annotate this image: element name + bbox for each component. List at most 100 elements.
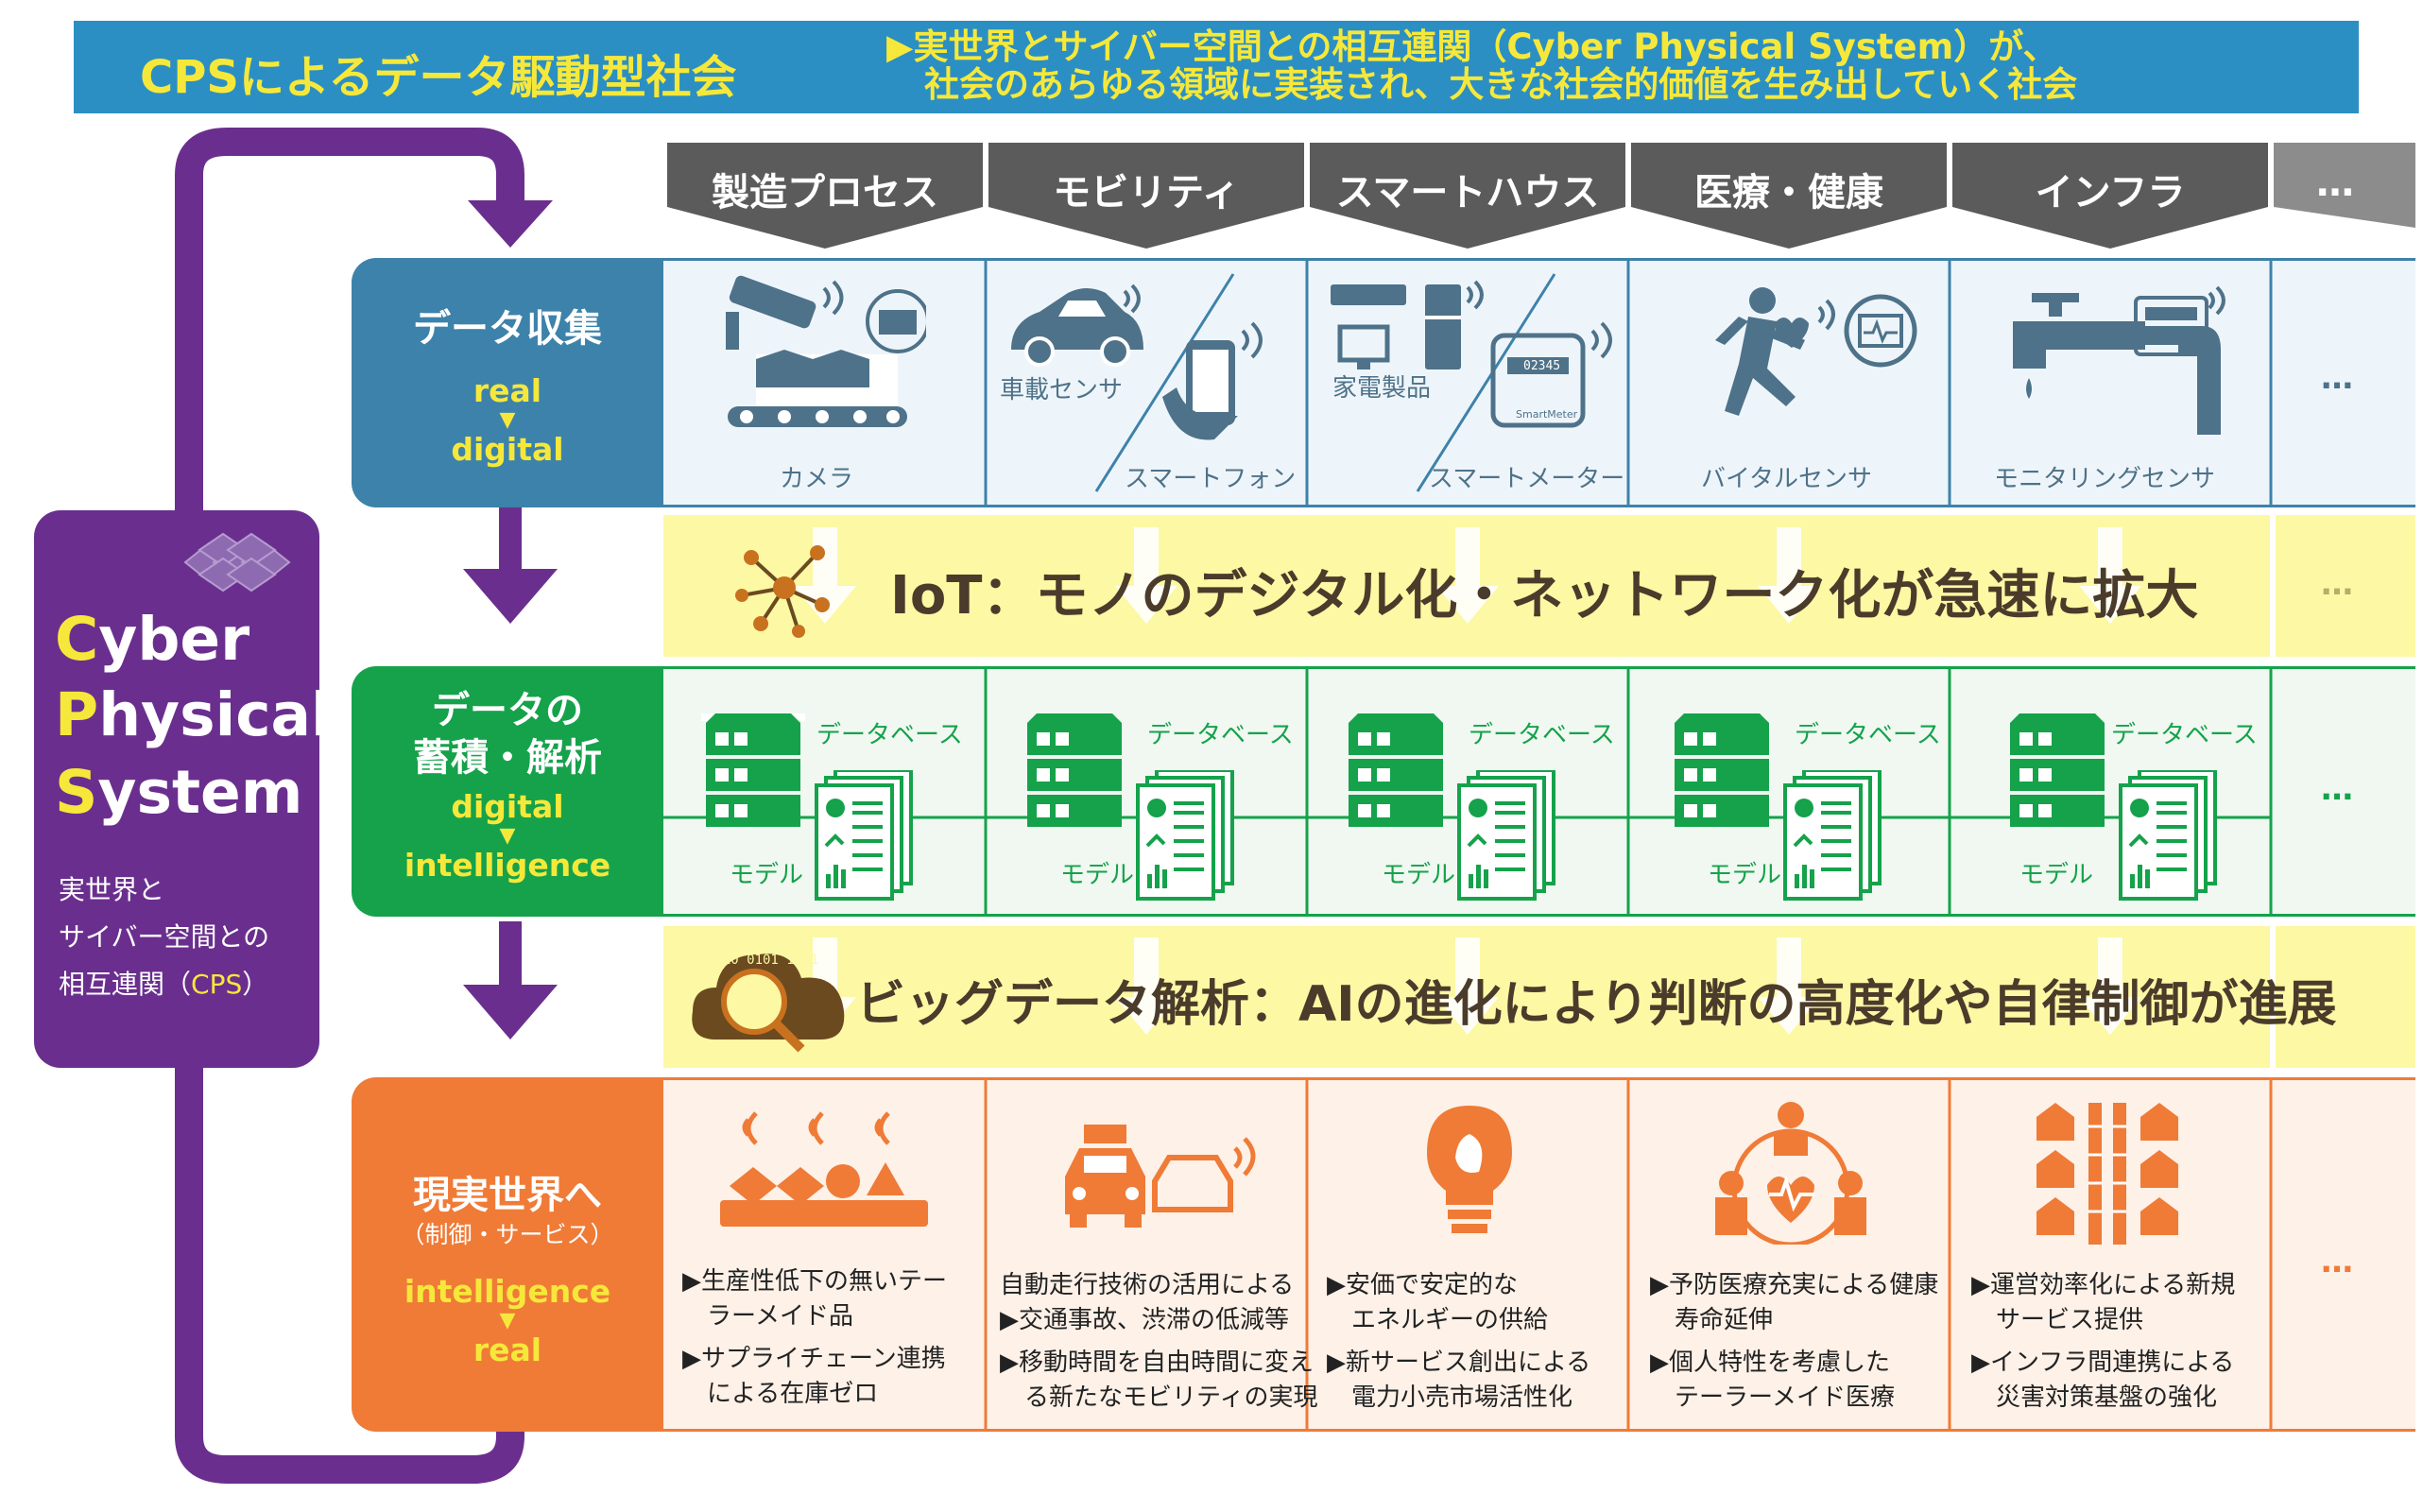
band1-more: … bbox=[2321, 565, 2353, 603]
database-label: データベース bbox=[1469, 721, 1615, 749]
medical-icon bbox=[1715, 1102, 1866, 1245]
row1-title: データ収集 bbox=[413, 307, 602, 351]
cps-desc-line3: 相互連関（CPS） bbox=[59, 964, 268, 1002]
cps-rest-cyber: yber bbox=[98, 605, 250, 674]
appliance-label: 家電製品 bbox=[1332, 374, 1432, 403]
benefit-line: ▶新サービス創出による bbox=[1327, 1349, 1591, 1377]
benefit-line: ▶運営効率化による新規 bbox=[1971, 1271, 2236, 1299]
faucet-icon bbox=[2013, 285, 2225, 435]
cps-word-cyber: Cyber bbox=[55, 605, 249, 674]
monitoring-sensor-label: モニタリングセンサ bbox=[1994, 465, 2216, 493]
header-banner: CPSによるデータ駆動型社会 ▶実世界とサイバー空間との相互連関（Cyber P… bbox=[74, 21, 2359, 113]
banner-description: ▶実世界とサイバー空間との相互連関（Cyber Physical System）… bbox=[886, 28, 2077, 104]
infrastructure-benefits: ▶運営効率化による新規 サービス提供 ▶インフラ間連携による 災害対策基盤の強化 bbox=[1971, 1268, 2235, 1416]
benefit-line: ▶インフラ間連携による bbox=[1971, 1349, 2235, 1377]
cps-word-system: System bbox=[55, 758, 302, 827]
row-label-data-collection: データ収集 real ▼ digital bbox=[352, 258, 663, 507]
bigdata-band-text: ビッグデータ解析：AIの進化により判断の高度化や自律制御が進展 bbox=[856, 976, 2337, 1033]
binary-digits: 1010 0101 1001 bbox=[707, 953, 819, 968]
runner-icon bbox=[1715, 287, 1917, 416]
cps-rest-system: ystem bbox=[97, 758, 303, 827]
tab-healthcare: 医療・健康 bbox=[1631, 143, 1947, 249]
database-label: データベース bbox=[1147, 721, 1294, 749]
model-label: モデル bbox=[2019, 861, 2094, 889]
row1-flow-to: digital bbox=[451, 431, 564, 468]
meter-icon bbox=[1490, 321, 1612, 428]
camera-label: カメラ bbox=[780, 465, 854, 493]
row1-flow-from: real bbox=[473, 372, 542, 409]
analysis-cell-1: データベース モデル bbox=[663, 666, 985, 917]
model-label: モデル bbox=[1708, 861, 1782, 889]
tab-label: スマートハウス bbox=[1335, 171, 1600, 215]
cps-diamond-icon bbox=[183, 532, 291, 593]
tab-label: モビリティ bbox=[1053, 171, 1240, 215]
tab-label: … bbox=[2316, 162, 2354, 205]
row3-more: … bbox=[2321, 1243, 2353, 1280]
iot-band-text: IoT：モノのデジタル化・ネットワーク化が急速に拡大 bbox=[890, 565, 2199, 627]
tab-infrastructure: インフラ bbox=[1952, 143, 2268, 249]
database-label: データベース bbox=[816, 721, 963, 749]
benefit-line: による在庫ゼロ bbox=[682, 1380, 879, 1408]
smartphone-label: スマートフォン bbox=[1125, 465, 1297, 493]
benefit-line: 電力小売市場活性化 bbox=[1327, 1383, 1573, 1412]
vital-sensor-label: バイタルセンサ bbox=[1701, 465, 1872, 493]
documents-icon bbox=[1783, 770, 1882, 901]
database-label: データベース bbox=[2111, 721, 2258, 749]
benefit-line: サービス提供 bbox=[1971, 1306, 2144, 1334]
tab-label: インフラ bbox=[2035, 171, 2186, 215]
benefit-line: ▶個人特性を考慮した bbox=[1650, 1349, 1890, 1377]
benefit-line: ▶予防医療充実による健康 bbox=[1650, 1271, 1939, 1299]
ac-icon bbox=[1331, 280, 1484, 369]
factory-icon bbox=[720, 1111, 928, 1227]
cps-desc3-post: ） bbox=[242, 969, 269, 1000]
manufacturing-benefits: ▶生産性低下の無いテー ラーメイド品 ▶サプライチェーン連携 による在庫ゼロ bbox=[682, 1264, 947, 1412]
healthcare-benefits: ▶予防医療充実による健康 寿命延伸 ▶個人特性を考慮した テーラーメイド医療 bbox=[1650, 1268, 1938, 1416]
car-sensor-label: 車載センサ bbox=[1000, 376, 1124, 404]
database-label: データベース bbox=[1795, 721, 1941, 749]
tab-label: 医療・健康 bbox=[1694, 171, 1883, 215]
benefit-line: ラーメイド品 bbox=[682, 1302, 853, 1331]
smartmeter-mark: SmartMeter bbox=[1516, 408, 1578, 421]
analysis-cell-3: データベース モデル bbox=[1306, 666, 1627, 917]
benefit-line: 寿命延伸 bbox=[1650, 1306, 1774, 1334]
server-icon bbox=[1675, 713, 1769, 827]
cps-cap-c: C bbox=[55, 605, 99, 674]
benefit-line: ▶生産性低下の無いテー bbox=[682, 1267, 947, 1296]
benefit-line: ▶移動時間を自由時間に変え bbox=[1000, 1349, 1314, 1377]
row3-flow-from: intelligence bbox=[404, 1273, 611, 1310]
cps-desc-line1: 実世界と bbox=[59, 874, 165, 905]
row-label-real-world: 現実世界へ （制御・サービス） intelligence ▼ real bbox=[352, 1077, 663, 1432]
benefit-line: ▶安価で安定的な bbox=[1327, 1271, 1518, 1299]
network-icon bbox=[735, 545, 830, 638]
server-icon bbox=[2010, 713, 2105, 827]
documents-icon bbox=[1457, 770, 1555, 901]
smart-house-benefits: ▶安価で安定的な エネルギーの供給 ▶新サービス創出による 電力小売市場活性化 bbox=[1327, 1268, 1590, 1416]
benefit-line: 自動走行技術の活用による bbox=[1000, 1271, 1295, 1299]
cps-rest-physical: hysical bbox=[98, 680, 332, 749]
tab-more: … bbox=[2274, 143, 2415, 249]
autonomous-car-icon bbox=[1065, 1125, 1256, 1228]
server-icon bbox=[1349, 713, 1443, 827]
model-label: モデル bbox=[730, 861, 804, 889]
row1-flow-arrow: ▼ bbox=[499, 408, 516, 432]
row3-title: 現実世界へ bbox=[413, 1174, 602, 1217]
tab-smart-house: スマートハウス bbox=[1310, 143, 1625, 249]
row2-flow-arrow: ▼ bbox=[499, 824, 516, 848]
meter-digits: 02345 bbox=[1523, 359, 1561, 373]
cps-desc3-cps: CPS bbox=[191, 969, 243, 1000]
iot-band-more bbox=[2276, 515, 2415, 657]
row2-title2: 蓄積・解析 bbox=[413, 736, 602, 780]
banner-desc-line1: ▶実世界とサイバー空間との相互連関（Cyber Physical System）… bbox=[886, 26, 2058, 67]
bigdata-band-more bbox=[2276, 926, 2415, 1068]
smartmeter-label: スマートメーター bbox=[1429, 465, 1625, 493]
car-icon bbox=[1011, 284, 1143, 367]
binary-cloud-icon bbox=[692, 954, 845, 1053]
cps-cap-s: S bbox=[55, 758, 98, 827]
camera-icon bbox=[726, 275, 926, 427]
down-arrow-1 bbox=[463, 506, 558, 624]
model-label: モデル bbox=[1382, 861, 1456, 889]
tab-mobility: モビリティ bbox=[988, 143, 1304, 249]
